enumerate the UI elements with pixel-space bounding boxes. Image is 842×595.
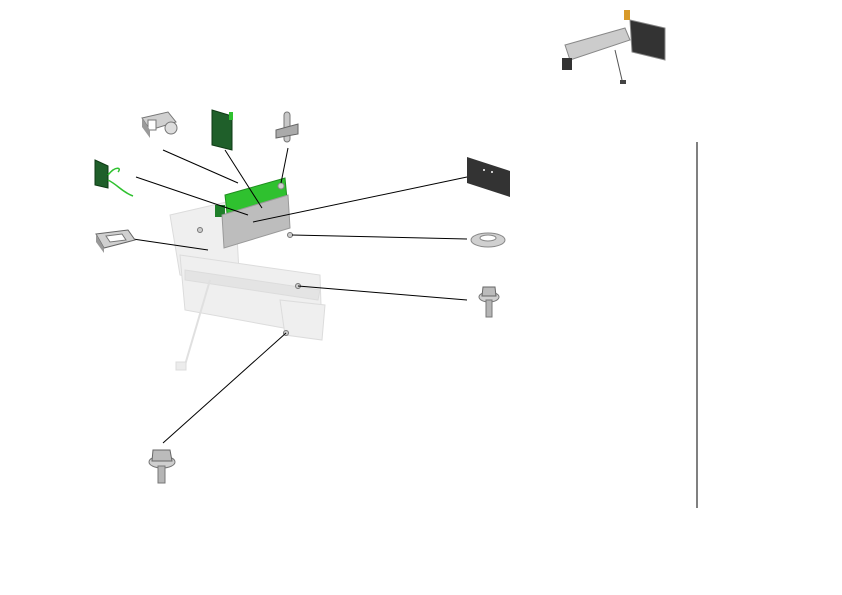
pcb-icon [211,109,233,151]
screw-icon [148,449,176,484]
clip-icon [275,111,299,143]
assembly-thumbnail [562,10,666,84]
guide-clip-icon [95,229,136,253]
washer-icon [470,232,506,248]
plate-icon [467,157,510,197]
screw-icon [478,286,500,318]
leader-lines [132,147,468,444]
bracket-icon [141,111,178,138]
pcb-cable-icon [94,159,134,197]
